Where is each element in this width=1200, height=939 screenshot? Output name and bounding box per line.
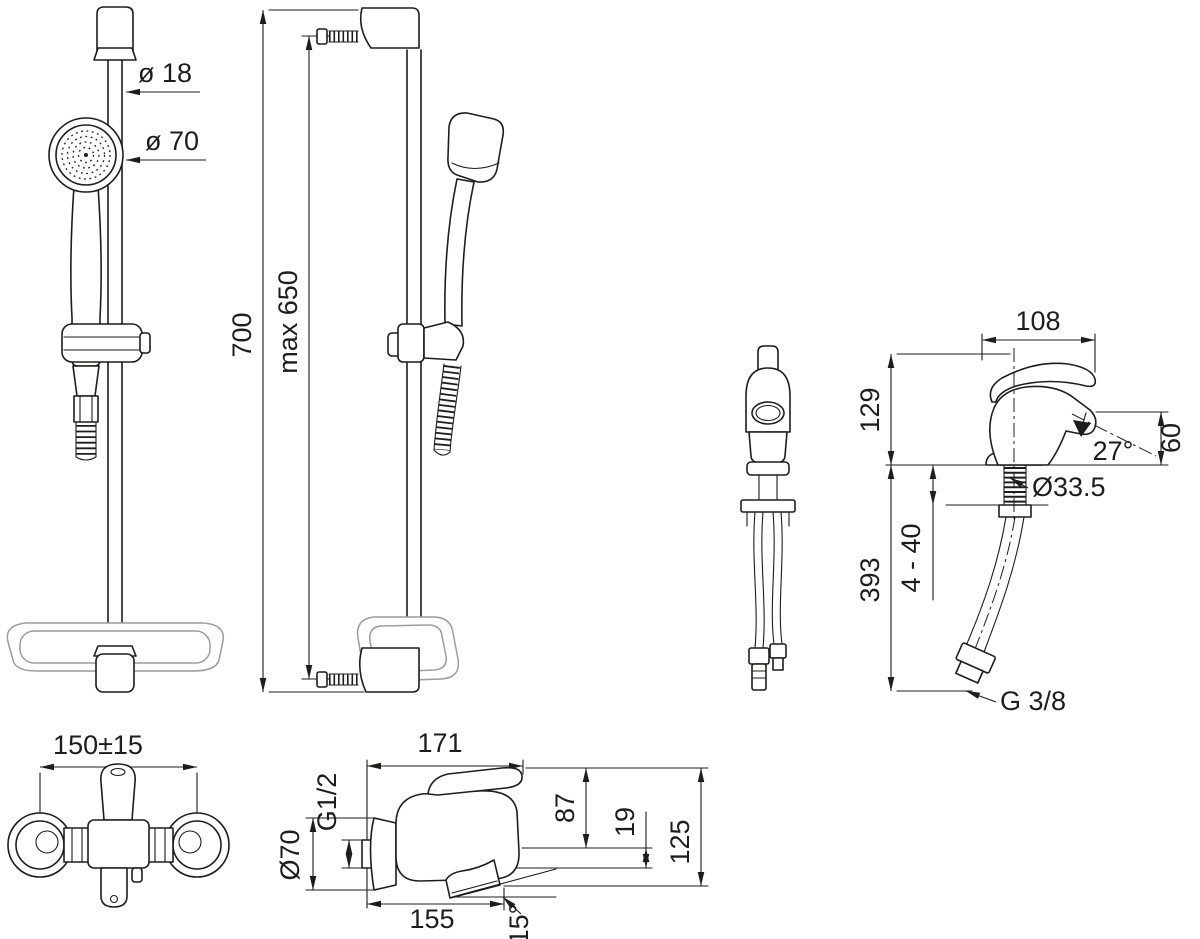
dim-basin-spout-height-60: 60 bbox=[1156, 423, 1186, 453]
dim-bath-125: 125 bbox=[665, 819, 695, 864]
dim-bath-wall-thread: G1/2 bbox=[312, 773, 342, 832]
shower-rail-front-view: ø 18 ø 70 bbox=[6, 6, 225, 693]
dim-overall-height: 700 bbox=[227, 312, 257, 357]
bath-mixer-side-view: 171 G1/2 Ø70 87 19 125 155 15° bbox=[275, 728, 709, 939]
dim-max-adjustment: max 650 bbox=[273, 270, 303, 374]
dim-basin-hole-diameter: Ø33.5 bbox=[1032, 472, 1106, 502]
dim-bath-reach-155: 155 bbox=[409, 904, 454, 934]
dim-bath-87: 87 bbox=[550, 793, 580, 823]
dim-bath-centers: 150±15 bbox=[53, 730, 143, 760]
dim-bath-19: 19 bbox=[610, 807, 640, 837]
dim-basin-reach-108: 108 bbox=[1015, 306, 1060, 336]
dim-basin-height-129: 129 bbox=[855, 387, 885, 432]
shower-rail-side-view bbox=[316, 7, 505, 693]
bath-mixer-front-view: 150±15 bbox=[7, 730, 230, 908]
dim-bath-escutcheon: Ø70 bbox=[275, 829, 305, 880]
dim-head-diameter: ø 70 bbox=[145, 126, 199, 156]
dim-basin-below-393: 393 bbox=[855, 557, 885, 602]
basin-mixer-side-view: 108 129 393 60 4 - 40 27° Ø33.5 bbox=[855, 306, 1186, 716]
dim-rail-diameter: ø 18 bbox=[138, 58, 192, 88]
dim-basin-deck-range: 4 - 40 bbox=[896, 523, 926, 592]
dim-basin-supply-thread: G 3/8 bbox=[1000, 686, 1066, 716]
basin-mixer-front-view bbox=[740, 345, 796, 691]
dim-bath-depth-171: 171 bbox=[417, 728, 462, 758]
dim-bath-angle-15: 15° bbox=[504, 904, 534, 939]
dim-basin-angle-27: 27° bbox=[1093, 436, 1134, 466]
shower-height-dimensions: 700 max 650 bbox=[227, 9, 365, 693]
